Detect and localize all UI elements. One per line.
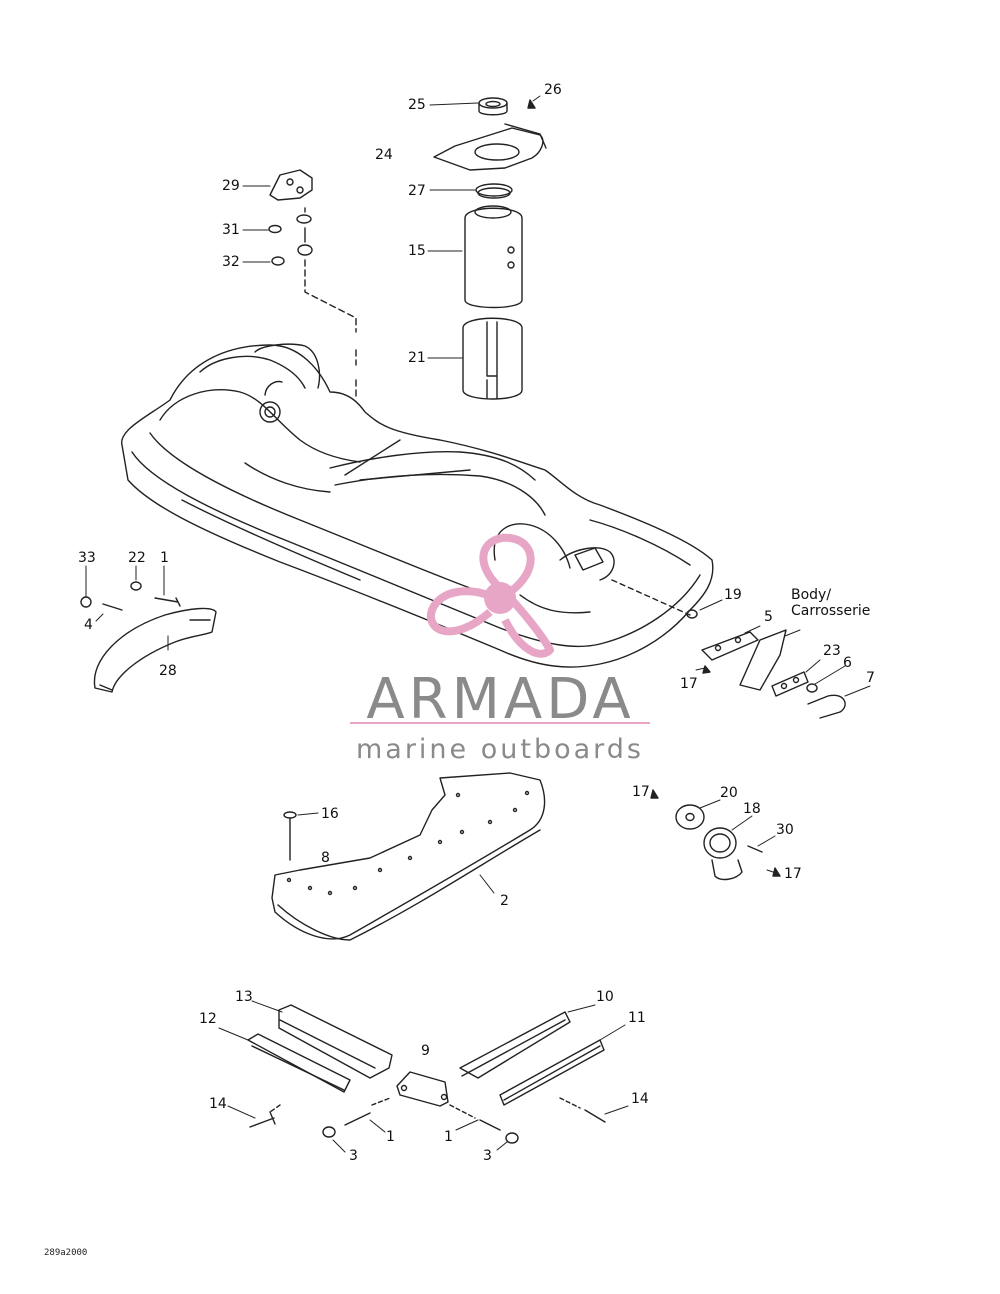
part-label-12: 12 (199, 1011, 217, 1027)
part-label-28: 28 (159, 663, 177, 679)
top-bracket-hardware (268, 169, 357, 401)
part-label-20: 20 (720, 785, 738, 801)
part-label-4: 4 (84, 617, 93, 633)
armada-logo-icon (426, 533, 554, 658)
part-label-33: 33 (78, 550, 96, 566)
right-bracket-stack (611, 579, 846, 719)
drawing-code: 289a2000 (44, 1248, 88, 1258)
rail-assembly (247, 1004, 606, 1144)
part-label-22: 22 (128, 550, 146, 566)
part-label-29: 29 (222, 178, 240, 194)
part-label-7: 7 (866, 670, 875, 686)
part-label-2: 2 (500, 893, 509, 909)
brand-tagline: marine outboards (355, 734, 644, 765)
part-label-23: 23 (823, 643, 841, 659)
part-label-15: 15 (408, 243, 426, 259)
part-label-17-drain-bottom: 17 (784, 866, 802, 882)
brand-rule (350, 722, 650, 724)
part-label-25: 25 (408, 97, 426, 113)
part-label-3-left: 3 (349, 1148, 358, 1164)
part-label-14-left: 14 (209, 1096, 227, 1112)
part-label-26: 26 (544, 82, 562, 98)
part-label-30: 30 (776, 822, 794, 838)
part-label-13: 13 (235, 989, 253, 1005)
part-label-3-right: 3 (483, 1148, 492, 1164)
part-label-10: 10 (596, 989, 614, 1005)
brand-name: ARMADA (366, 667, 635, 732)
part-label-1-left: 1 (386, 1129, 395, 1145)
part-label-27: 27 (408, 183, 426, 199)
filler-assembly (433, 97, 547, 400)
part-label-16: 16 (321, 806, 339, 822)
part-label-1-right: 1 (444, 1129, 453, 1145)
part-label-32: 32 (222, 254, 240, 270)
part-label-17-drain-top: 17 (632, 784, 650, 800)
part-label-5: 5 (764, 609, 773, 625)
part-label-31: 31 (222, 222, 240, 238)
part-label-18: 18 (743, 801, 761, 817)
part-label-21: 21 (408, 350, 426, 366)
drain-plug-assembly (650, 789, 781, 881)
body-callout-line2: Carrosserie (791, 603, 871, 619)
part-label-1-bumper: 1 (160, 550, 169, 566)
leader-lines (85, 95, 871, 1153)
part-label-9: 9 (421, 1043, 430, 1059)
bottom-plate (271, 772, 546, 941)
part-label-24: 24 (375, 147, 393, 163)
part-label-14-right: 14 (631, 1091, 649, 1107)
bumper-left (80, 581, 217, 693)
hull-body (121, 343, 714, 668)
part-label-8: 8 (321, 850, 330, 866)
body-callout-line1: Body/ (791, 587, 832, 603)
part-label-11: 11 (628, 1010, 646, 1026)
part-label-6: 6 (843, 655, 852, 671)
part-label-17-bracket: 17 (680, 676, 698, 692)
part-label-19: 19 (724, 587, 742, 603)
